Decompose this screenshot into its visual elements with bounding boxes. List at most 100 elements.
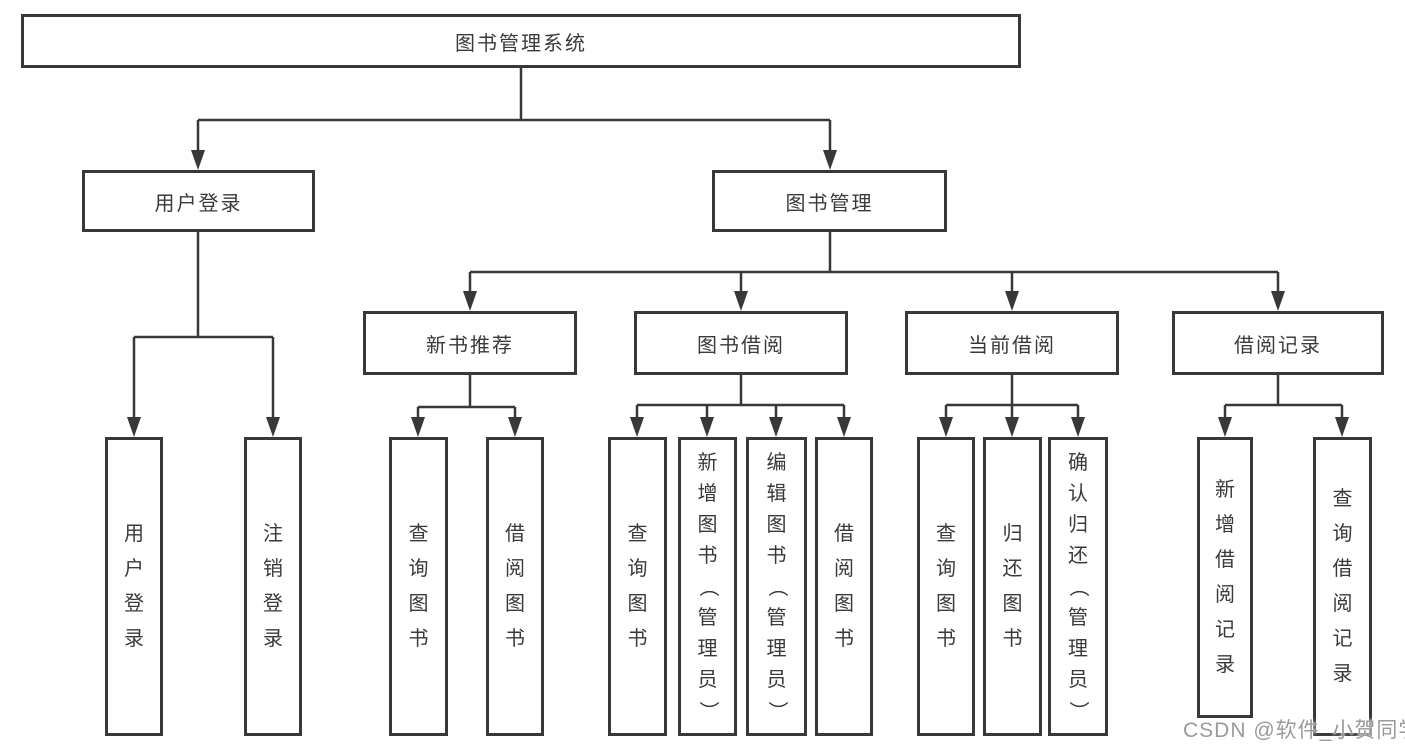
node-new-book-recommend: 新书推荐 xyxy=(363,311,577,375)
arrowhead-icon xyxy=(463,291,477,311)
arrowhead-icon xyxy=(823,150,837,170)
vertical-char: ） xyxy=(696,700,719,721)
leaf-records-add-record: 新增借阅记录 xyxy=(1197,437,1253,718)
vertical-char: 理 xyxy=(1068,637,1088,660)
leaf-newbook-query-books: 查询图书 xyxy=(389,437,448,736)
vertical-char: 阅 xyxy=(1215,584,1235,606)
watermark-csdn: CSDN @软件_小贺同学 xyxy=(1183,719,1405,742)
node-borrowing-records: 借阅记录 xyxy=(1172,311,1384,375)
leaf-logout: 注销登录 xyxy=(244,437,302,736)
vertical-char: 辑 xyxy=(766,482,787,505)
vertical-char: 登 xyxy=(124,593,144,615)
arrowhead-icon xyxy=(939,417,953,437)
vertical-char: 记 xyxy=(1215,619,1235,641)
leaf-borrow-edit-books-admin: 编辑图书（管理员） xyxy=(746,437,807,736)
leaf-newbook-borrow-books: 借阅图书 xyxy=(486,437,544,736)
node-book-management: 图书管理 xyxy=(712,170,947,232)
vertical-char: 户 xyxy=(124,558,144,580)
vertical-char: 查 xyxy=(408,523,429,545)
vertical-char: （ xyxy=(696,576,719,597)
arrowhead-icon xyxy=(700,417,714,437)
vertical-char: 图 xyxy=(697,513,718,536)
vertical-char: 编 xyxy=(766,451,787,474)
arrowhead-icon xyxy=(1005,417,1019,437)
arrowhead-icon xyxy=(837,417,851,437)
vertical-char: 书 xyxy=(627,628,648,650)
vertical-char: 还 xyxy=(1002,558,1023,580)
vertical-char: 借 xyxy=(505,523,525,545)
vertical-char: （ xyxy=(1067,576,1089,597)
arrowhead-icon xyxy=(1218,417,1232,437)
arrowhead-icon xyxy=(1005,291,1019,311)
vertical-char: 图 xyxy=(505,593,525,615)
vertical-char: 归 xyxy=(1002,523,1023,545)
vertical-char: 借 xyxy=(1215,549,1235,571)
vertical-char: 书 xyxy=(697,544,718,567)
vertical-char: 理 xyxy=(697,637,718,660)
vertical-char: 书 xyxy=(834,628,854,650)
vertical-char: 录 xyxy=(263,628,283,650)
leaf-borrow-query-books: 查询图书 xyxy=(608,437,667,736)
vertical-char: 书 xyxy=(408,628,429,650)
vertical-char: 员 xyxy=(1068,668,1088,691)
vertical-char: 查 xyxy=(1332,488,1353,510)
vertical-char: 图 xyxy=(627,593,648,615)
vertical-char: 查 xyxy=(936,523,956,545)
leaf-current-query-books: 查询图书 xyxy=(917,437,975,736)
vertical-char: 管 xyxy=(697,606,718,629)
vertical-char: 确 xyxy=(1068,451,1088,474)
vertical-char: 认 xyxy=(1068,482,1088,505)
node-book-borrowing: 图书借阅 xyxy=(634,311,848,375)
vertical-char: 书 xyxy=(1002,628,1023,650)
vertical-char: 阅 xyxy=(834,558,854,580)
vertical-char: 记 xyxy=(1332,628,1353,650)
arrowhead-icon xyxy=(266,417,280,437)
vertical-char: 增 xyxy=(697,482,718,505)
vertical-char: 询 xyxy=(936,558,956,580)
vertical-char: 还 xyxy=(1068,544,1088,567)
vertical-char: 询 xyxy=(627,558,648,580)
vertical-char: 阅 xyxy=(505,558,525,580)
vertical-char: 录 xyxy=(1332,663,1353,685)
arrowhead-icon xyxy=(1071,417,1085,437)
node-library-system: 图书管理系统 xyxy=(21,14,1021,68)
vertical-char: （ xyxy=(765,576,788,597)
vertical-char: 借 xyxy=(834,523,854,545)
vertical-char: 员 xyxy=(697,668,718,691)
vertical-char: 录 xyxy=(1215,654,1235,676)
arrowhead-icon xyxy=(127,417,141,437)
leaf-current-return-books: 归还图书 xyxy=(983,437,1042,736)
vertical-char: 新 xyxy=(1215,479,1235,501)
vertical-char: 员 xyxy=(766,668,787,691)
arrowhead-icon xyxy=(411,417,425,437)
vertical-char: 查 xyxy=(627,523,648,545)
vertical-char: 理 xyxy=(766,637,787,660)
vertical-char: 注 xyxy=(263,523,283,545)
vertical-char: 询 xyxy=(1332,523,1353,545)
vertical-char: 销 xyxy=(263,558,283,580)
arrowhead-icon xyxy=(508,417,522,437)
arrowhead-icon xyxy=(1335,417,1349,437)
vertical-char: 管 xyxy=(1068,606,1088,629)
vertical-char: 书 xyxy=(505,628,525,650)
arrowhead-icon xyxy=(630,417,644,437)
vertical-char: 录 xyxy=(124,628,144,650)
arrowhead-icon xyxy=(1271,291,1285,311)
vertical-char: 登 xyxy=(263,593,283,615)
vertical-char: 图 xyxy=(834,593,854,615)
leaf-records-query-record: 查询借阅记录 xyxy=(1313,437,1372,736)
vertical-char: 图 xyxy=(1002,593,1023,615)
vertical-char: 询 xyxy=(408,558,429,580)
vertical-char: 借 xyxy=(1332,558,1353,580)
arrowhead-icon xyxy=(769,417,783,437)
vertical-char: 书 xyxy=(936,628,956,650)
vertical-char: 阅 xyxy=(1332,593,1353,615)
node-current-borrowing: 当前借阅 xyxy=(905,311,1119,375)
vertical-char: 新 xyxy=(697,451,718,474)
vertical-char: 图 xyxy=(408,593,429,615)
leaf-borrow-add-books-admin: 新增图书 （ 管理员 ） xyxy=(678,437,737,736)
vertical-char: 图 xyxy=(766,513,787,536)
arrowhead-icon xyxy=(734,291,748,311)
